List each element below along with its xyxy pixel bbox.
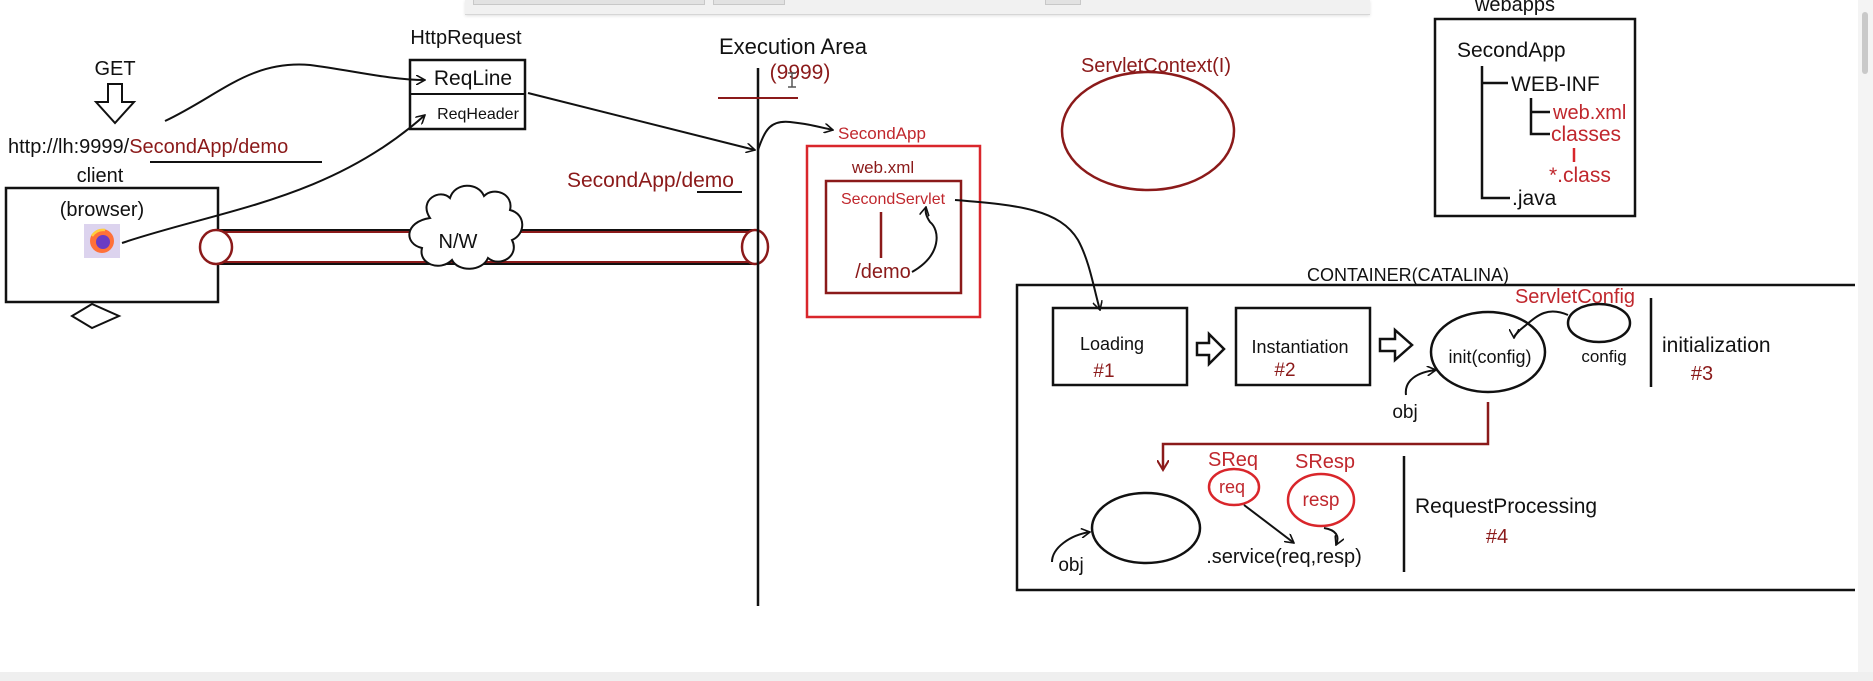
demo-mapping-label: /demo [855,261,911,283]
text-cursor-icon [788,72,796,88]
http-request-label: HttpRequest [410,27,522,49]
resp-ellipse [1286,472,1356,528]
servlet-config-label: ServletConfig [1515,286,1635,308]
service-object-ellipse [1090,491,1202,565]
toolbar-field[interactable] [713,0,785,5]
loading-step: #1 [1093,361,1114,382]
tree-root: SecondApp [1457,39,1566,62]
instantiation-step: #2 [1274,360,1295,381]
initialization-label: initialization [1662,334,1771,357]
mapping-arrow [911,207,938,273]
loading-label: Loading [1080,334,1144,354]
get-label: GET [94,58,135,80]
context-path-label: SecondApp/demo [567,169,734,192]
second-app-label: SecondApp [838,124,926,143]
network-pipe [198,228,770,266]
webapps-label: webapps [1474,0,1555,16]
servlet-context-ellipse [1060,70,1236,192]
config-ellipse [1566,302,1632,344]
next-step-arrow-icon [1195,330,1226,368]
tree-classes: classes [1551,123,1621,146]
horizontal-scrollbar[interactable] [0,672,1873,681]
toolbar-field[interactable] [473,0,705,5]
init-ellipse [1429,310,1547,394]
webapps-box [1433,17,1637,218]
header-arrow [121,115,425,244]
req-line-label: ReqLine [434,67,512,90]
instantiation-box [1234,306,1372,387]
container-box [1015,283,1855,592]
config-label: config [1581,347,1626,366]
sresp-label: SResp [1295,451,1355,473]
tree-web-xml: web.xml [1552,102,1626,124]
web-xml-box [824,179,963,295]
port-label: (9999) [770,61,831,84]
to-processing-arrow [1163,402,1490,470]
to-execution-arrow [527,92,755,150]
obj-top-arrow [1404,370,1436,396]
network-cloud [408,184,524,270]
config-arrow [1514,310,1569,338]
obj-top-label: obj [1392,402,1417,423]
network-label: N/W [439,231,478,253]
firefox-icon[interactable] [84,224,120,258]
resp-arrow [1323,527,1338,545]
instantiation-label: Instantiation [1251,337,1348,357]
tree-connector [1480,66,1510,200]
init-label: init(config) [1448,347,1531,367]
down-arrow-icon [93,83,137,125]
tree-web-inf: WEB-INF [1511,73,1600,96]
sreq-label: SReq [1208,449,1258,471]
req-header-label: ReqHeader [437,106,520,123]
loading-box [1051,306,1189,387]
vertical-scrollbar[interactable] [1858,0,1873,672]
req-ellipse [1207,467,1261,507]
req-arrow [1243,504,1294,543]
web-xml-box-label: web.xml [851,158,914,177]
execution-area-label: Execution Area [719,34,868,59]
servlet-context-label: ServletContext(I) [1081,55,1231,77]
tree-class-files: *.class [1549,164,1611,187]
req-label: req [1219,477,1245,497]
floating-toolbar [465,0,1370,15]
tree-java: .java [1512,187,1557,210]
next-step-arrow-icon [1378,327,1414,363]
processing-step: #4 [1486,526,1508,548]
tree-connector [1529,98,1550,136]
second-servlet-label: SecondServlet [841,191,946,208]
request-arrow [164,63,425,122]
url-path: SecondApp/demo [129,136,288,158]
init-step: #3 [1691,363,1713,385]
resp-label: resp [1303,490,1340,511]
scrollbar-thumb[interactable] [1862,12,1868,74]
obj-bottom-arrow [1051,532,1090,563]
to-container-arrow [954,199,1100,310]
second-app-box [805,144,982,319]
client-label: client [77,165,124,187]
obj-bottom-label: obj [1058,555,1083,576]
request-processing-label: RequestProcessing [1415,495,1597,518]
browser-label: (browser) [60,199,144,221]
url-prefix: http://lh:9999/SecondApp/demo [8,136,288,158]
to-second-app-arrow [757,120,833,151]
toolbar-button[interactable] [1045,0,1081,5]
diamond-shape [70,302,122,330]
service-label: .service(req,resp) [1206,546,1362,568]
container-title: CONTAINER(CATALINA) [1307,265,1509,285]
